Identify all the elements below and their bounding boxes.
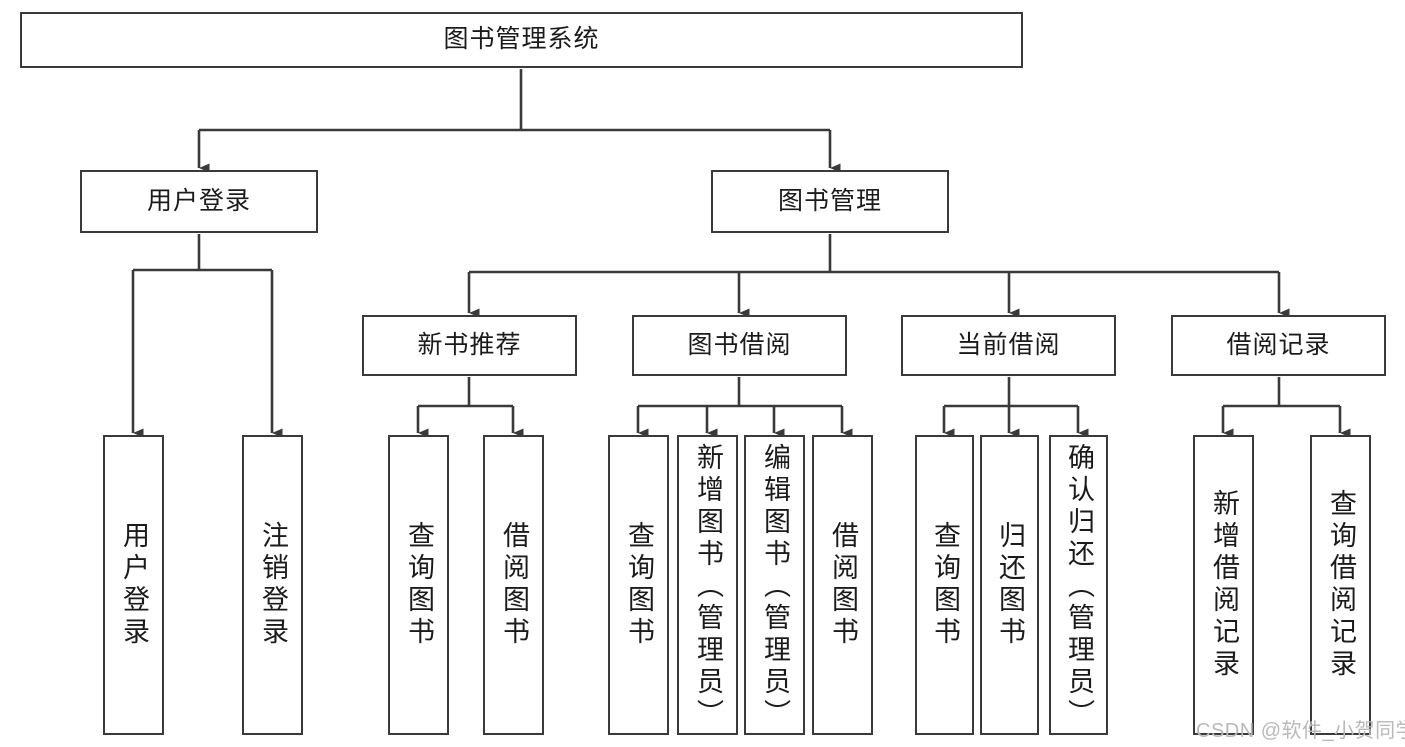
node-label: 图书管理 [777, 186, 882, 215]
leaf-new-book-borrow-book[interactable]: 借阅图书 [483, 435, 544, 735]
node-label: 新增借阅记录 [1209, 489, 1239, 681]
node-label: 图书借阅 [687, 330, 792, 359]
node-label: 查询图书 [930, 521, 960, 649]
node-label: 查询图书 [404, 521, 434, 649]
node-label: 注销登录 [258, 521, 288, 649]
node-label: 当前借阅 [956, 330, 1061, 359]
leaf-current-borrow-confirm-return-admin[interactable]: 确认归还（管理员） [1049, 435, 1108, 735]
leaf-book-borrow-query-book[interactable]: 查询图书 [608, 435, 669, 735]
node-label: 借阅记录 [1226, 330, 1331, 359]
leaf-book-borrow-edit-book-admin[interactable]: 编辑图书（管理员） [744, 435, 805, 735]
leaf-user-login-signin[interactable]: 用户登录 [103, 435, 164, 735]
node-book-borrowing[interactable]: 图书借阅 [632, 315, 847, 376]
leaf-new-book-query-book[interactable]: 查询图书 [388, 435, 449, 735]
node-label: 查询图书 [624, 521, 654, 649]
node-current-borrowing[interactable]: 当前借阅 [901, 315, 1116, 376]
leaf-book-borrow-add-book-admin[interactable]: 新增图书（管理员） [677, 435, 738, 735]
leaf-user-login-signout[interactable]: 注销登录 [242, 435, 303, 735]
leaf-borrow-record-query-record[interactable]: 查询借阅记录 [1310, 435, 1371, 735]
node-new-book-recommendation[interactable]: 新书推荐 [362, 315, 577, 376]
leaf-current-borrow-return-book[interactable]: 归还图书 [980, 435, 1039, 735]
csdn-watermark: CSDN @软件_小贺同学 [1196, 720, 1405, 742]
node-label: 新书推荐 [417, 330, 522, 359]
node-user-login[interactable]: 用户登录 [80, 170, 318, 233]
leaf-borrow-record-add-record[interactable]: 新增借阅记录 [1193, 435, 1254, 735]
node-label: 归还图书 [995, 521, 1025, 649]
node-label: 用户登录 [146, 186, 251, 215]
node-label: 用户登录 [119, 521, 149, 649]
node-label: 编辑图书（管理员） [760, 443, 790, 731]
node-root-book-management-system[interactable]: 图书管理系统 [20, 12, 1023, 68]
node-label: 确认归还（管理员） [1064, 443, 1094, 731]
node-label: 查询借阅记录 [1326, 489, 1356, 681]
leaf-book-borrow-borrow-book[interactable]: 借阅图书 [812, 435, 873, 735]
leaf-current-borrow-query-book[interactable]: 查询图书 [915, 435, 974, 735]
node-borrowing-record[interactable]: 借阅记录 [1171, 315, 1386, 376]
node-label: 借阅图书 [499, 521, 529, 649]
node-book-management[interactable]: 图书管理 [711, 170, 949, 233]
node-label: 新增图书（管理员） [693, 443, 723, 731]
node-label: 借阅图书 [828, 521, 858, 649]
node-label: 图书管理系统 [443, 25, 600, 54]
